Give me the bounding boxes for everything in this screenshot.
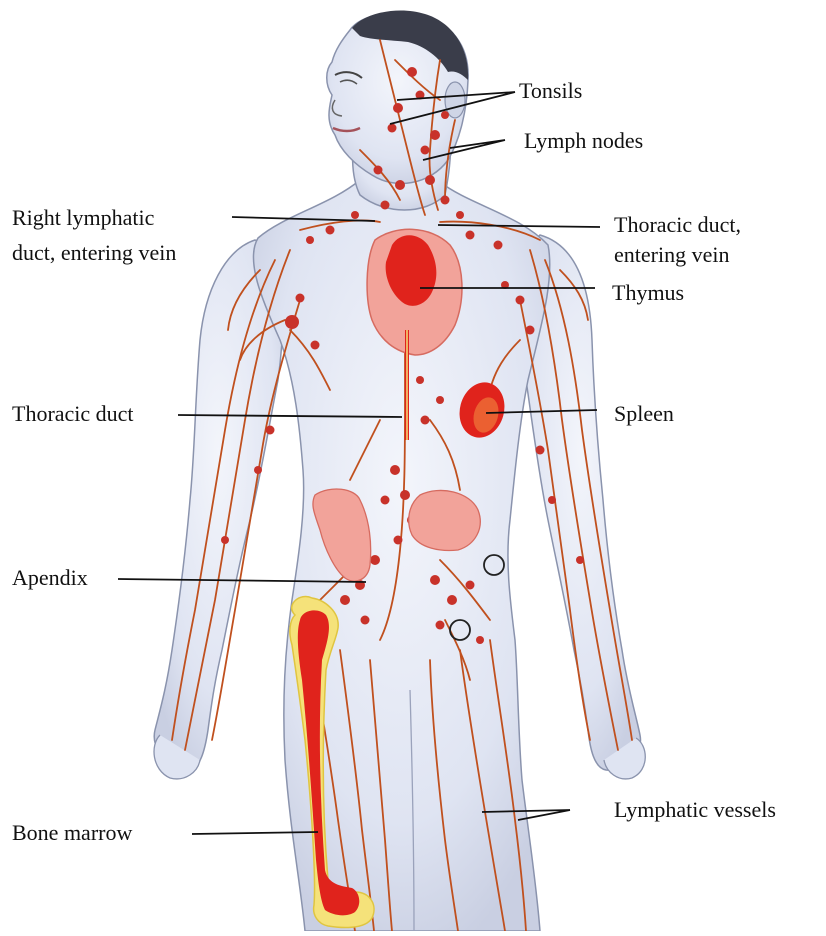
label-right-lymphatic-duct-line2: duct, entering vein — [12, 240, 176, 266]
label-thoracic-duct-entering-line1: Thoracic duct, — [614, 212, 741, 238]
small-intestine — [409, 490, 481, 550]
label-spleen: Spleen — [614, 401, 674, 427]
label-tonsils: Tonsils — [519, 78, 582, 104]
label-right-lymphatic-duct-line1: Right lymphatic — [12, 205, 154, 231]
label-lymph-nodes: Lymph nodes — [524, 128, 643, 154]
label-thymus: Thymus — [612, 280, 684, 306]
label-bone-marrow: Bone marrow — [12, 820, 132, 846]
label-apendix: Apendix — [12, 565, 88, 591]
left-arm — [154, 240, 283, 770]
label-thoracic-duct: Thoracic duct — [12, 401, 134, 427]
label-lymphatic-vessels: Lymphatic vessels — [614, 797, 776, 823]
label-thoracic-duct-entering-line2: entering vein — [614, 242, 729, 268]
